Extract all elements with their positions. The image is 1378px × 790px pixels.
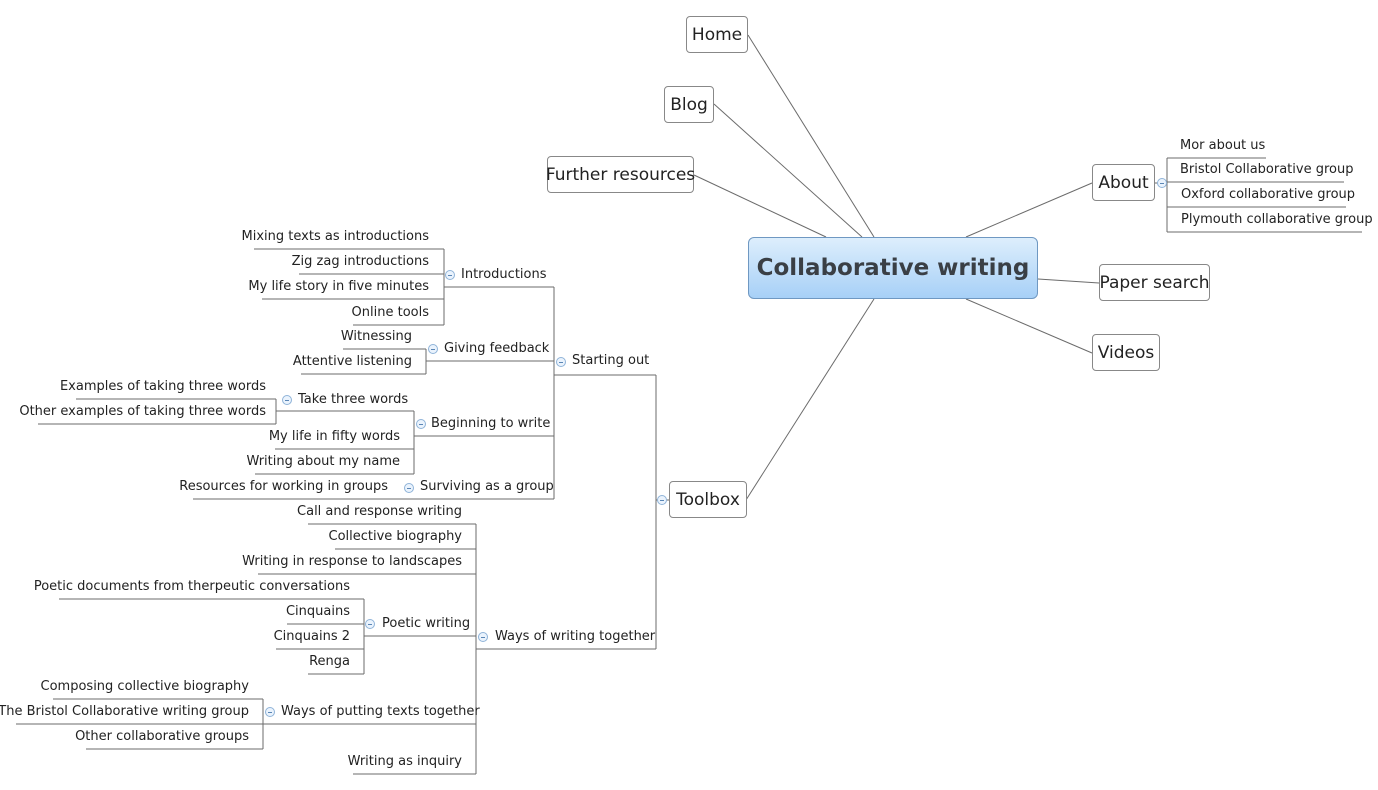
- putting-item[interactable]: Composing collective biography: [40, 679, 249, 694]
- take-three-words-node[interactable]: Take three words: [298, 392, 409, 407]
- about-item[interactable]: Mor about us: [1180, 138, 1266, 153]
- giving-feedback-item[interactable]: Attentive listening: [292, 354, 412, 369]
- introductions-item[interactable]: Mixing texts as introductions: [241, 229, 429, 244]
- about-collapse-icon[interactable]: [1157, 178, 1167, 188]
- giving-feedback-item[interactable]: Witnessing: [340, 329, 412, 344]
- ways-item[interactable]: Writing in response to landscapes: [242, 554, 462, 569]
- starting-out-collapse-icon[interactable]: [556, 357, 566, 367]
- poetic-writing-node[interactable]: Poetic writing: [382, 616, 471, 631]
- take-three-words-collapse-icon[interactable]: [282, 395, 292, 405]
- beginning-to-write-item[interactable]: My life in fifty words: [268, 429, 400, 444]
- toolbox-collapse-icon[interactable]: [657, 495, 667, 505]
- beginning-to-write-collapse-icon[interactable]: [416, 419, 426, 429]
- ways-item[interactable]: Call and response writing: [297, 504, 462, 519]
- further-resources-node[interactable]: Further resources: [546, 156, 695, 193]
- introductions-item[interactable]: Online tools: [351, 305, 429, 320]
- beginning-to-write-node[interactable]: Beginning to write: [431, 416, 551, 431]
- about-item[interactable]: Oxford collaborative group: [1181, 187, 1356, 202]
- ways-item[interactable]: Writing as inquiry: [347, 754, 462, 769]
- introductions-node[interactable]: Introductions: [461, 267, 547, 282]
- videos-node[interactable]: Videos: [1092, 334, 1160, 371]
- surviving-item[interactable]: Resources for working in groups: [179, 479, 388, 494]
- giving-feedback-node[interactable]: Giving feedback: [444, 341, 550, 356]
- poetic-item[interactable]: Poetic documents from therpeutic convers…: [33, 579, 350, 594]
- introductions-item[interactable]: My life story in five minutes: [248, 279, 429, 294]
- poetic-item[interactable]: Cinquains: [285, 604, 350, 619]
- ways-of-writing-node[interactable]: Ways of writing together: [495, 629, 656, 644]
- home-node[interactable]: Home: [686, 16, 748, 53]
- putting-item[interactable]: The Bristol Collaborative writing group: [0, 704, 249, 719]
- putting-collapse-icon[interactable]: [265, 707, 275, 717]
- poetic-collapse-icon[interactable]: [365, 619, 375, 629]
- introductions-collapse-icon[interactable]: [445, 270, 455, 280]
- take-three-words-item[interactable]: Other examples of taking three words: [19, 404, 266, 419]
- poetic-item[interactable]: Renga: [309, 654, 350, 669]
- surviving-node[interactable]: Surviving as a group: [420, 479, 554, 494]
- paper-search-node[interactable]: Paper search: [1099, 264, 1210, 301]
- poetic-item[interactable]: Cinquains 2: [273, 629, 350, 644]
- toolbox-node[interactable]: Toolbox: [669, 481, 747, 518]
- starting-out-node[interactable]: Starting out: [572, 353, 650, 368]
- about-item[interactable]: Bristol Collaborative group: [1180, 162, 1354, 177]
- central-topic[interactable]: Collaborative writing: [748, 237, 1038, 299]
- surviving-collapse-icon[interactable]: [404, 483, 414, 493]
- blog-node[interactable]: Blog: [664, 86, 714, 123]
- giving-feedback-collapse-icon[interactable]: [428, 344, 438, 354]
- ways-collapse-icon[interactable]: [478, 632, 488, 642]
- putting-texts-node[interactable]: Ways of putting texts together: [281, 704, 480, 719]
- putting-item[interactable]: Other collaborative groups: [75, 729, 249, 744]
- beginning-to-write-item[interactable]: Writing about my name: [246, 454, 400, 469]
- introductions-item[interactable]: Zig zag introductions: [291, 254, 429, 269]
- about-item[interactable]: Plymouth collaborative group: [1181, 212, 1373, 227]
- about-node[interactable]: About: [1092, 164, 1155, 201]
- ways-item[interactable]: Collective biography: [328, 529, 463, 544]
- take-three-words-item[interactable]: Examples of taking three words: [59, 379, 266, 394]
